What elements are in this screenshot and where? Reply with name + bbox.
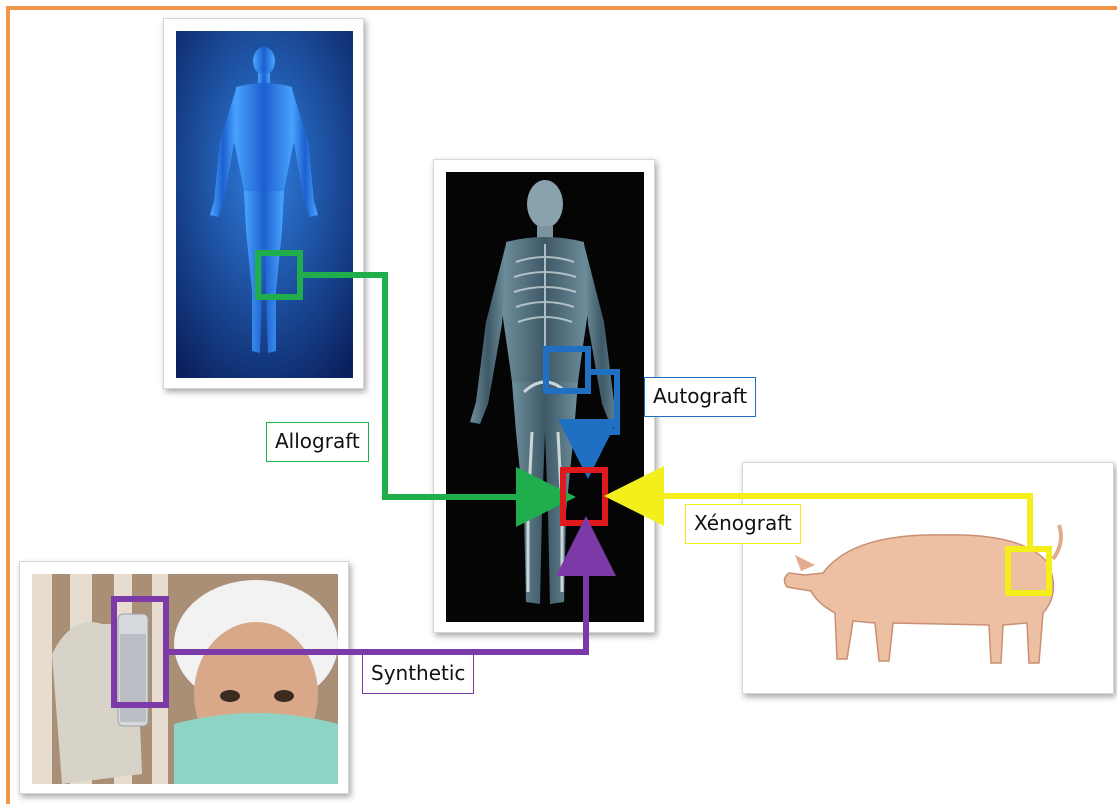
xenograft-source-box xyxy=(1008,549,1049,593)
autograft-arrow xyxy=(588,372,617,455)
synthetic-source-box xyxy=(114,599,166,705)
synthetic-arrow xyxy=(166,540,586,652)
allograft-arrow xyxy=(300,275,552,497)
xenograft-label: Xénograft xyxy=(685,504,801,544)
synthetic-label: Synthetic xyxy=(362,654,474,694)
allograft-label: Allograft xyxy=(266,422,369,462)
autograft-label: Autograft xyxy=(644,377,756,417)
autograft-source-box xyxy=(546,349,588,391)
graft-target-box xyxy=(563,470,605,523)
allograft-source-box xyxy=(258,253,300,297)
